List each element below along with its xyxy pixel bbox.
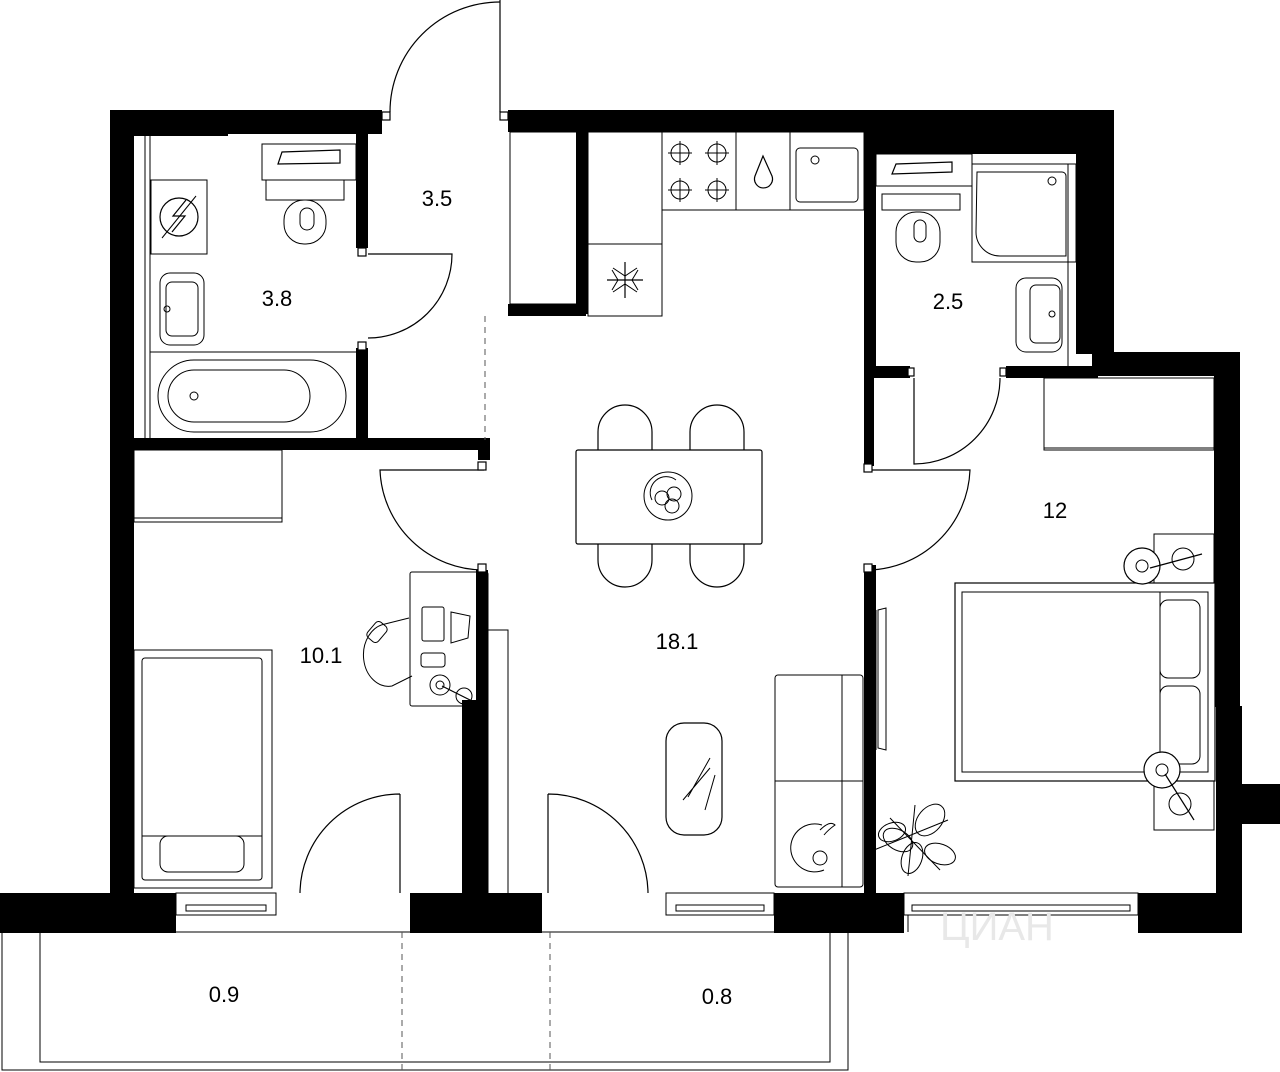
windows (175, 793, 1139, 932)
water-drop-icon (753, 154, 774, 189)
room-area-toilet-shower: 2.5 (933, 289, 964, 314)
room-area-bedroom-small: 10.1 (300, 643, 343, 668)
bathtub-icon (157, 359, 347, 433)
kitchen-sink-icon (795, 147, 859, 203)
room-area-balcony-right: 0.8 (702, 984, 733, 1009)
washing-machine-icon (159, 195, 199, 239)
living-furniture (487, 629, 864, 895)
toilet-shower-room: 2.5 (875, 153, 1077, 465)
room-area-hallway: 3.5 (422, 186, 453, 211)
fridge-icon (607, 262, 643, 298)
bedroom-main: 12 (873, 377, 1216, 877)
bedroom-small: 10.1 (133, 449, 489, 894)
door-bedroom-main (865, 469, 971, 571)
balconies: 0.9 0.8 (1, 931, 849, 1071)
sink-icon (159, 272, 205, 346)
room-area-bedroom-main: 12 (1043, 498, 1067, 523)
toilet-icon (265, 179, 345, 245)
room-area-balcony-left: 0.9 (209, 982, 240, 1007)
cooktop-icon (668, 141, 729, 202)
door-bedroom-small (379, 469, 485, 571)
kitchen (509, 131, 865, 317)
cat-icon (790, 822, 836, 873)
bathroom: 3.8 (144, 136, 453, 438)
watermark: ЦИАН (940, 905, 1054, 949)
entrance-door (381, 0, 509, 121)
room-area-bathroom: 3.8 (262, 286, 293, 311)
dining-table (575, 404, 763, 588)
fruit-bowl-icon (643, 471, 693, 521)
room-area-kitchen-living: 18.1 (656, 629, 699, 654)
office-chair-icon (362, 617, 413, 687)
plant-icon (873, 803, 956, 877)
walls (0, 110, 1280, 933)
